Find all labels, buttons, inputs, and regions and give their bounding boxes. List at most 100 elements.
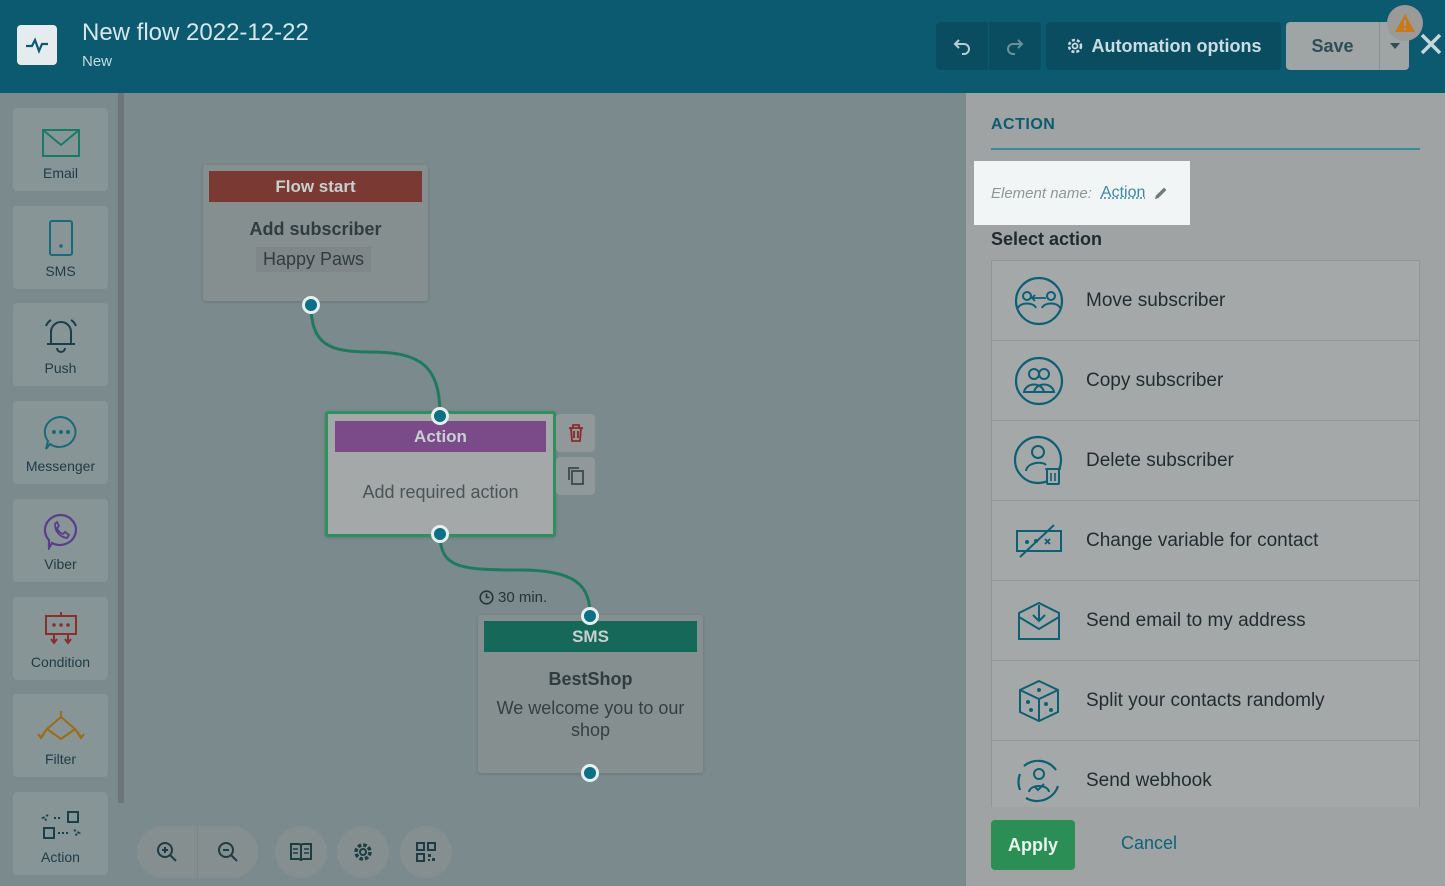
dice-icon: [1019, 679, 1059, 722]
webhook-icon: [1017, 759, 1060, 802]
action-option-move-subscriber[interactable]: Move subscriber: [991, 260, 1420, 341]
action-option-delete-subscriber[interactable]: Delete subscriber: [991, 420, 1420, 501]
input-port[interactable]: [581, 607, 599, 625]
automation-options-label: Automation options: [1091, 35, 1262, 56]
action-option-split-contacts[interactable]: Split your contacts randomly: [991, 660, 1420, 741]
tool-label: Messenger: [25, 458, 96, 474]
panel-heading: ACTION: [991, 116, 1056, 133]
action-option-label: Send email to my address: [1086, 609, 1306, 631]
flow-start-header: Flow start: [209, 171, 422, 202]
settings-button[interactable]: [337, 826, 389, 878]
delete-node-button[interactable]: [556, 414, 595, 452]
connector-action-sms: [438, 533, 592, 616]
sms-node[interactable]: SMS BestShop We welcome you to our shop: [478, 615, 703, 773]
element-name-label: Element name:: [991, 184, 1092, 202]
close-icon[interactable]: [1417, 30, 1445, 58]
zoom-in-icon: [157, 842, 177, 862]
redo-icon: [1006, 39, 1023, 55]
logo[interactable]: [17, 25, 57, 65]
toolbar-scrollbar[interactable]: [118, 93, 124, 803]
action-option-label: Split your contacts randomly: [1086, 689, 1325, 711]
qr-code-button[interactable]: [400, 826, 452, 878]
action-option-label: Delete subscriber: [1086, 449, 1234, 471]
gear-icon: [354, 843, 372, 861]
duplicate-node-button[interactable]: [556, 457, 595, 495]
action-node-header: Action: [335, 421, 546, 452]
automation-options-button[interactable]: Automation options: [1046, 22, 1281, 70]
zoom-in-button[interactable]: [137, 826, 197, 878]
tool-label: Action: [41, 849, 80, 865]
delete-subscriber-icon: [1013, 435, 1063, 485]
tool-label: Filter: [44, 751, 77, 767]
tool-label: Email: [42, 165, 78, 181]
action-node[interactable]: Action Add required action: [325, 411, 556, 537]
zoom-out-icon: [217, 842, 238, 862]
action-option-label: Send webhook: [1086, 769, 1212, 791]
action-option-send-webhook[interactable]: Send webhook: [991, 740, 1420, 807]
clock-icon: [479, 590, 494, 605]
flow-title[interactable]: New flow 2022-12-22: [82, 19, 309, 46]
action-icon: [40, 811, 81, 839]
connector-start-action: [309, 304, 442, 416]
tool-label: Condition: [30, 654, 91, 670]
warning-icon[interactable]: [1387, 5, 1423, 41]
save-button-group: Save: [1286, 22, 1409, 70]
save-dropdown-button[interactable]: [1379, 22, 1409, 70]
connector-lines: [309, 304, 592, 616]
sms-node-header: SMS: [484, 621, 697, 652]
action-node-body: Add required action: [362, 482, 519, 502]
undo-button[interactable]: [936, 22, 988, 70]
guide-button[interactable]: [275, 826, 327, 878]
book-icon: [290, 843, 312, 862]
tool-label: SMS: [45, 263, 76, 279]
move-subscriber-icon: [1014, 276, 1064, 325]
action-option-label: Move subscriber: [1086, 289, 1226, 311]
phone-icon: [48, 220, 73, 256]
tool-sms[interactable]: SMS: [13, 206, 108, 289]
output-port[interactable]: [431, 525, 449, 543]
action-option-copy-subscriber[interactable]: Copy subscriber: [991, 340, 1420, 421]
condition-icon: [44, 612, 77, 645]
action-option-change-variable[interactable]: Change variable for contact: [991, 500, 1420, 581]
cancel-button[interactable]: Cancel: [1121, 833, 1178, 853]
qr-code-icon: [416, 842, 436, 862]
flow-start-title: Add subscriber: [249, 219, 382, 239]
output-port[interactable]: [302, 296, 320, 314]
pencil-icon[interactable]: [1154, 186, 1168, 200]
apply-button[interactable]: Apply: [991, 820, 1075, 870]
trash-icon: [568, 424, 583, 442]
select-action-label: Select action: [991, 229, 1103, 249]
output-port[interactable]: [581, 764, 599, 782]
change-variable-icon: [1016, 523, 1062, 558]
action-option-label: Change variable for contact: [1086, 529, 1319, 551]
flow-start-node[interactable]: Flow start Add subscriber Happy Paws: [203, 165, 428, 301]
gear-icon: [1067, 38, 1082, 54]
action-options-list: Move subscriber Copy subscriber Delete s…: [991, 260, 1420, 807]
sms-node-body: We welcome you to our shop: [496, 698, 685, 740]
copy-icon: [567, 467, 584, 485]
zoom-out-button[interactable]: [197, 826, 257, 878]
app-header: New flow 2022-12-22 New Automation optio…: [0, 0, 1445, 93]
envelope-icon: [41, 129, 80, 157]
zoom-controls: [137, 826, 258, 878]
bell-icon: [44, 319, 77, 353]
delay-text: 30 min.: [498, 589, 548, 606]
delay-label[interactable]: 30 min.: [479, 589, 547, 606]
filter-icon: [36, 711, 85, 741]
tool-messenger[interactable]: Messenger: [13, 401, 108, 484]
input-port[interactable]: [431, 407, 449, 425]
tool-action[interactable]: Action: [13, 792, 108, 875]
pulse-icon: [26, 37, 48, 54]
tool-email[interactable]: Email: [13, 108, 108, 191]
tool-filter[interactable]: Filter: [13, 694, 108, 777]
action-option-send-email[interactable]: Send email to my address: [991, 580, 1420, 661]
send-email-icon: [1018, 601, 1060, 640]
element-name-field: Element name: Action: [974, 161, 1190, 225]
undo-redo-group: [936, 22, 1041, 70]
redo-button[interactable]: [988, 22, 1040, 70]
tool-viber[interactable]: Viber: [13, 499, 108, 582]
element-name-value[interactable]: Action: [1100, 184, 1146, 201]
save-button[interactable]: Save: [1311, 35, 1354, 56]
tool-push[interactable]: Push: [13, 303, 108, 386]
tool-condition[interactable]: Condition: [13, 597, 108, 680]
